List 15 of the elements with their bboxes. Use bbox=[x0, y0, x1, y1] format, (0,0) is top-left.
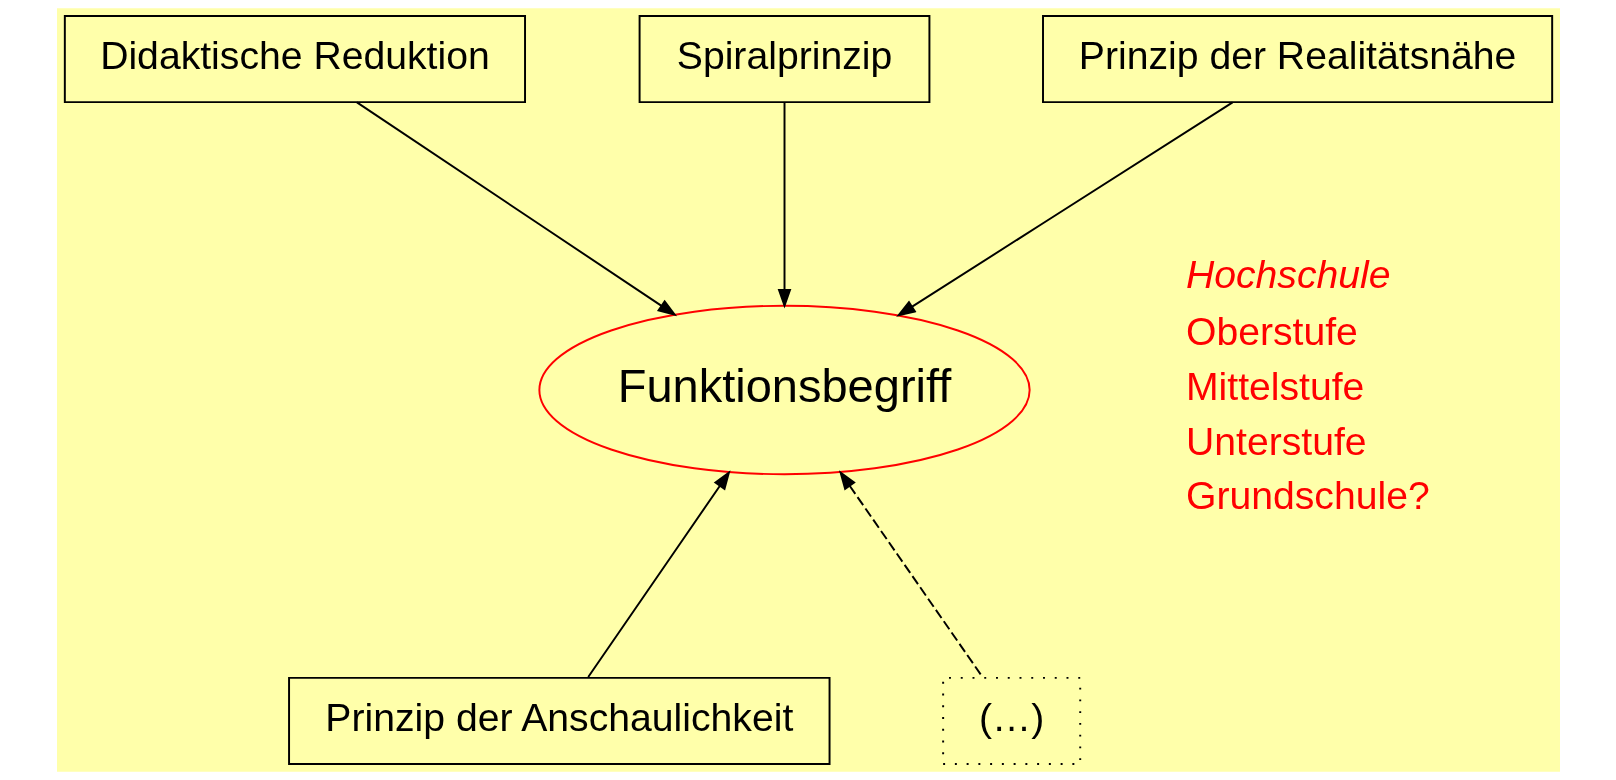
label: Grundschule? bbox=[1185, 474, 1430, 518]
label: Mittelstufe bbox=[1185, 364, 1364, 408]
node-box: Prinzip der Realitätsnähe bbox=[1041, 15, 1553, 104]
arrow bbox=[586, 470, 731, 678]
arrow bbox=[355, 101, 677, 317]
node-box: Prinzip der Anschaulichkeit bbox=[287, 676, 831, 765]
label: Oberstufe bbox=[1185, 309, 1358, 353]
node-box: Spiralprinzip bbox=[638, 15, 930, 104]
node-box: (…) bbox=[941, 676, 1081, 765]
arrow bbox=[777, 101, 791, 309]
arrow bbox=[895, 101, 1234, 317]
label: Hochschule bbox=[1185, 253, 1391, 297]
label: Unterstufe bbox=[1185, 419, 1367, 463]
node-ellipse: Funktionsbegriff bbox=[537, 304, 1031, 476]
node-box: Didaktische Reduktion bbox=[63, 15, 526, 104]
